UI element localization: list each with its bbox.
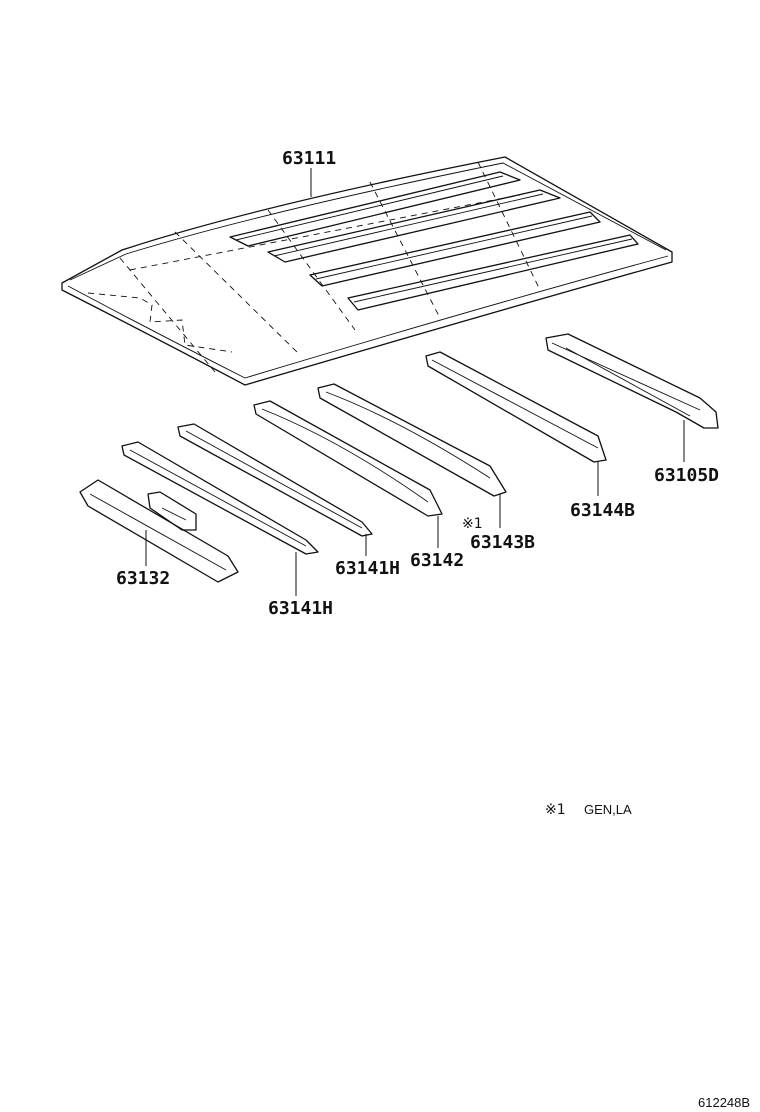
note-marker-reference: ※1	[462, 516, 483, 532]
illustration-code: 612248B	[698, 1095, 750, 1110]
rear-header-drawing	[545, 333, 719, 429]
roof-bow-63142-drawing	[253, 400, 443, 517]
roof-bow-63141h-upper-drawing	[177, 423, 373, 537]
part-label-63141h-upper[interactable]: 63141H	[335, 558, 400, 579]
note-text: GEN,LA	[584, 802, 632, 817]
part-label-63132[interactable]: 63132	[116, 568, 170, 589]
roof-bow-63143b-drawing	[317, 383, 507, 497]
part-label-63111[interactable]: 63111	[282, 148, 336, 169]
roof-bow-63141h-lower-drawing	[121, 441, 319, 555]
roof-panel-drawing	[61, 156, 673, 386]
note-marker: ※1	[545, 802, 566, 818]
part-label-63105d[interactable]: 63105D	[654, 465, 719, 486]
roof-bow-63144b-drawing	[425, 351, 607, 463]
front-header-drawing	[79, 479, 239, 583]
part-label-63141h-lower[interactable]: 63141H	[268, 598, 333, 619]
part-label-63143b[interactable]: 63143B	[470, 532, 535, 553]
part-label-63142[interactable]: 63142	[410, 550, 464, 571]
part-label-63144b[interactable]: 63144B	[570, 500, 635, 521]
